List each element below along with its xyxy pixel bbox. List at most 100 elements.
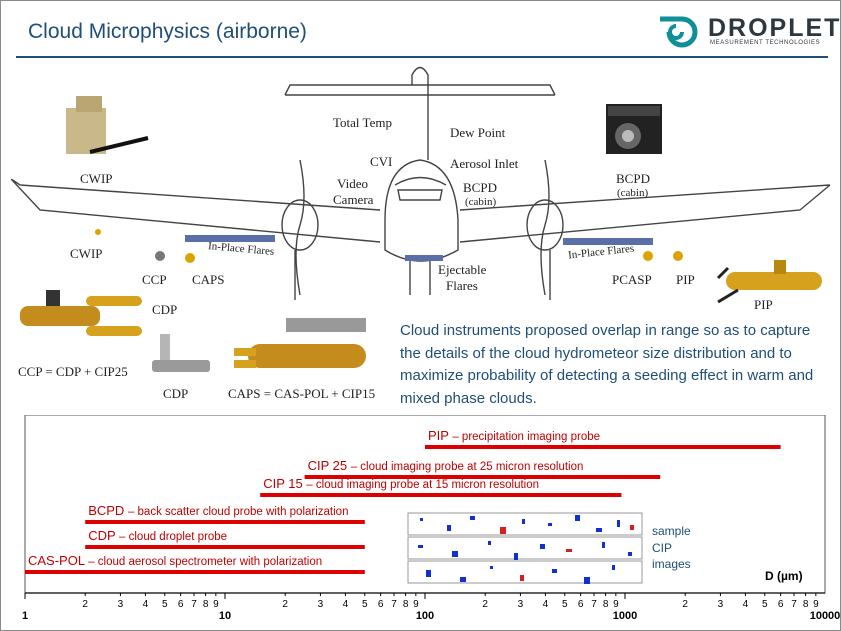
right-flares-bar [563,238,653,245]
x-minor-tick-label: 7 [791,599,797,610]
label-video-camera-2: Camera [333,192,374,207]
cwip-pod [95,229,101,235]
label-pip-wing: PIP [676,272,695,287]
x-minor-tick-label: 3 [318,599,324,610]
x-minor-tick-label: 9 [613,599,619,610]
aircraft-drawing [10,66,831,300]
cip-particle [470,516,475,520]
x-minor-tick-label: 3 [518,599,524,610]
left-flares-bar [185,235,275,242]
x-axis-title: D (µm) [765,569,803,583]
caps-photo [234,318,366,368]
x-minor-tick-label: 7 [191,599,197,610]
cip-note-line2: CIP [652,540,673,555]
label-ccp: CCP [142,272,167,287]
x-major-tick-label: 1000 [613,610,637,622]
left-propeller [295,159,305,296]
probe-range-bar [85,520,365,524]
probe-range-bar [25,570,365,574]
x-minor-tick-label: 8 [403,599,409,610]
x-minor-tick-label: 8 [203,599,209,610]
photo-label-ccp: CCP = CDP + CIP25 [18,364,128,379]
cip-particle [540,544,545,549]
photo-label-caps: CAPS = CAS-POL + CIP15 [228,386,376,401]
label-aerosol-inlet: Aerosol Inlet [450,156,519,171]
cip-particle [488,541,491,545]
label-ejectable-flares: Flares [446,278,478,293]
x-major-tick-label: 10000 [810,610,841,622]
cip-particle [628,552,632,556]
x-minor-tick-label: 9 [413,599,419,610]
x-major-tick-label: 100 [416,610,434,622]
x-major-tick-label: 1 [22,610,28,622]
x-minor-tick-label: 6 [578,599,584,610]
x-minor-tick-label: 6 [178,599,184,610]
x-minor-tick-label: 5 [162,599,168,610]
cip-particle [566,549,572,552]
label-cwip-wing: CWIP [70,246,103,261]
photo-label-cdp: CDP [163,386,189,401]
x-minor-tick-label: 5 [562,599,568,610]
page-title: Cloud Microphysics (airborne) [28,20,307,43]
x-minor-tick-label: 2 [282,599,288,610]
x-minor-tick-label: 3 [118,599,124,610]
label-cvi: CVI [370,154,393,169]
label-total-temp: Total Temp [333,115,392,130]
ejectable-flares-bar [405,255,443,261]
label-dew-point: Dew Point [450,125,506,140]
left-engine [281,199,319,251]
fuselage [384,159,459,262]
vertical-tail [411,66,429,160]
x-minor-tick-label: 5 [362,599,368,610]
droplet-logo-icon [660,16,698,48]
probe-range-bar [425,445,781,449]
cip-particle [520,575,524,581]
x-minor-tick-label: 8 [803,599,809,610]
x-minor-tick-label: 2 [682,599,688,610]
description-text: Cloud instruments proposed overlap in ra… [400,322,814,407]
label-bcpd-cabin: (cabin) [465,196,497,208]
x-minor-tick-label: 4 [343,599,349,610]
x-minor-tick-label: 4 [543,599,549,610]
x-minor-tick-label: 9 [813,599,819,610]
bcpd-photo [606,104,662,154]
cip-particle [452,551,458,557]
x-minor-tick-label: 9 [213,599,219,610]
cip-sample-images [407,512,643,584]
cip-particle [612,565,615,570]
logo-wordmark: DROPLET [708,14,841,42]
ccp-photo [20,290,142,336]
x-minor-tick-label: 4 [143,599,149,610]
label-caps: CAPS [192,272,225,287]
x-minor-tick-label: 5 [762,599,768,610]
cip-particle [500,527,506,534]
probe-range-label: CIP 15 – cloud imaging probe at 15 micro… [263,476,539,491]
cip-note-line3: images [652,557,691,571]
right-propeller [540,159,550,296]
pcasp-pod [643,251,653,261]
probe-range-bar [85,545,365,549]
cip-note: sample CIP images [652,523,691,573]
cdp-photo [152,334,210,372]
x-major-tick-label: 10 [219,610,231,622]
logo-tagline: MEASUREMENT TECHNOLOGIES [710,40,821,46]
x-minor-tick-label: 4 [743,599,749,610]
x-minor-tick-label: 3 [718,599,724,610]
ccp-pod [155,251,165,261]
cip-particle [617,520,620,527]
cip-particle [596,528,602,532]
cip-particle [602,542,605,548]
photo-label-cwip: CWIP [80,171,113,186]
x-minor-tick-label: 6 [778,599,784,610]
x-minor-tick-label: 2 [82,599,88,610]
cip-particle [548,523,552,526]
right-wing [459,184,831,243]
cip-particle [490,566,493,569]
probe-range-label: CDP – cloud droplet probe [88,528,227,543]
probe-range-label: BCPD – back scatter cloud probe with pol… [88,503,348,518]
cip-particle [514,553,518,560]
cip-particle [426,570,431,577]
cip-particle [460,577,466,582]
photo-label-bcpd-cabin: (cabin) [617,187,649,199]
